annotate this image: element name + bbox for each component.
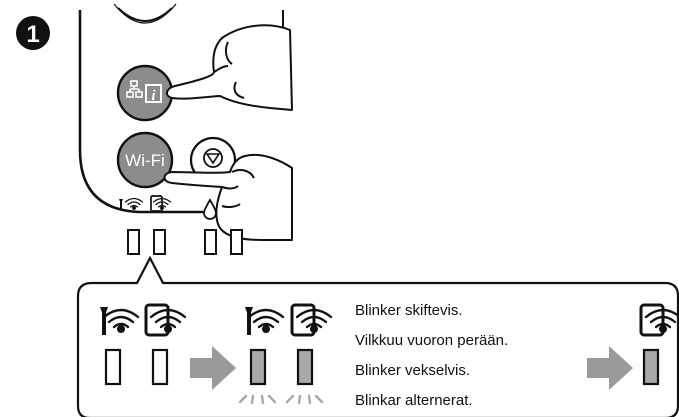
ink-drop-icon [203, 198, 217, 220]
pointing-hand-icon [163, 24, 293, 241]
blink-rays [238, 394, 324, 405]
wifi-button[interactable]: Wi-Fi [116, 131, 174, 189]
arrow-right-icon [587, 346, 633, 390]
network-status-icon [245, 307, 285, 335]
wifi-direct-phone-icon [639, 303, 679, 337]
wifi-lamp-on [642, 348, 660, 386]
wifi-lamp-off [151, 348, 169, 386]
caption-swedish: Blinkar alternerat. [355, 392, 473, 409]
arrow-right-icon [190, 346, 236, 390]
state-off [100, 303, 187, 386]
panel-wifi-direct-icon [150, 195, 172, 212]
state-wifi-direct-on [639, 303, 679, 386]
callout-bubble [76, 255, 679, 417]
svg-text:i: i [151, 88, 156, 104]
network-status-icon [100, 307, 140, 335]
stop-icon [203, 148, 223, 168]
caption-finnish: Vilkkuu vuoron perään. [355, 332, 509, 349]
wifi-button-label: Wi-Fi [125, 151, 165, 170]
caption-norwegian: Blinker skiftevis. [355, 302, 463, 319]
panel-network-status-icon [119, 197, 144, 211]
network-icon [126, 80, 143, 98]
panel-lamps [127, 229, 243, 255]
network-lamp-off [104, 348, 122, 386]
info-icon: i [145, 84, 162, 104]
step-number: 1 [26, 21, 39, 48]
step-badge: 1 [16, 16, 50, 50]
network-lamp-blinking [249, 348, 267, 386]
wifi-direct-phone-icon [144, 303, 187, 337]
wifi-direct-phone-icon [290, 303, 333, 337]
caption-danish: Blinker vekselvis. [355, 362, 471, 379]
wifi-lamp-blinking [296, 348, 314, 386]
state-alternating [238, 303, 333, 405]
network-info-button[interactable]: i [116, 64, 174, 122]
